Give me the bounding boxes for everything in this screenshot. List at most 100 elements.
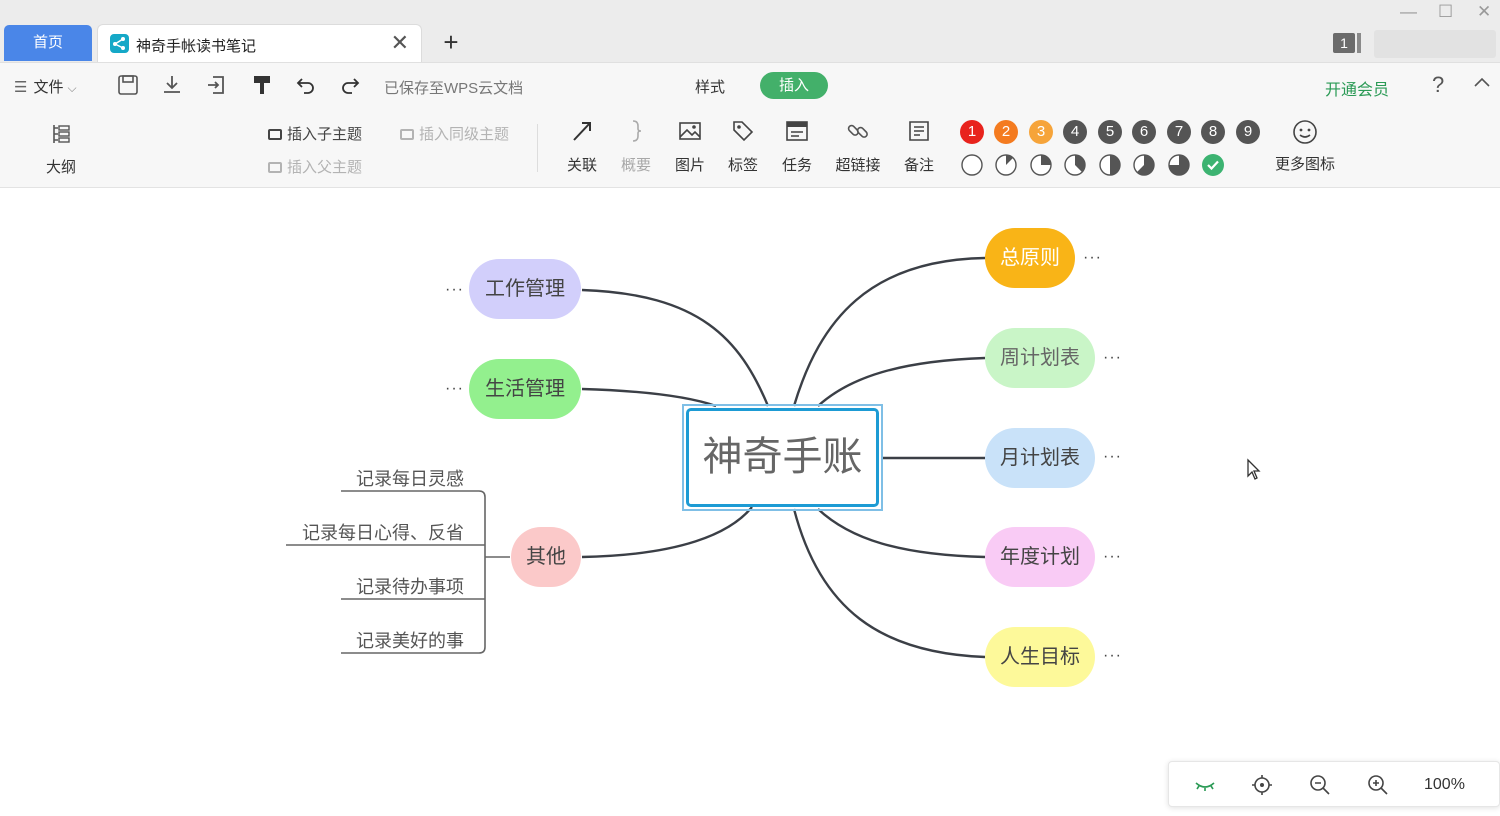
node-other[interactable]: 其他: [511, 527, 581, 587]
export-icon[interactable]: [204, 73, 228, 97]
tab-style[interactable]: 样式: [695, 79, 726, 96]
mindmap-links: [286, 256, 986, 659]
zoom-in-icon[interactable]: [1366, 773, 1390, 797]
hyperlink-icon: [847, 124, 868, 138]
tag-icon: [733, 121, 754, 142]
hyperlink-label: 超链接: [835, 157, 881, 174]
chevron-down-icon: ⌵: [67, 81, 77, 95]
priority-6-icon[interactable]: 6: [1132, 120, 1156, 144]
tab-home[interactable]: 首页: [4, 25, 92, 61]
note-label: 备注: [903, 157, 934, 174]
collapsed-marker[interactable]: ···: [1103, 647, 1122, 664]
menu-row: ☰文件⌵ 已保存至WPS云文档 样式 插入 开通会员 ?: [0, 62, 1500, 108]
link-other: [581, 506, 753, 559]
hyperlink-button[interactable]: 超链接: [833, 118, 883, 175]
window-close-icon[interactable]: ✕: [1477, 2, 1492, 21]
collapsed-marker[interactable]: ···: [1103, 349, 1122, 366]
priority-1-icon[interactable]: 1: [960, 120, 984, 144]
link-weekly: [817, 356, 986, 407]
leaf-reflection[interactable]: 记录每日心得、反省: [302, 523, 464, 543]
window-count-badge[interactable]: 1: [1333, 33, 1355, 53]
root-topic[interactable]: 神奇手账: [686, 408, 879, 507]
maximize-icon[interactable]: ☐: [1438, 2, 1454, 21]
tab-insert[interactable]: 插入: [760, 72, 828, 99]
more-icons-button[interactable]: 更多图标: [1270, 118, 1340, 174]
progress-25-icon[interactable]: [1029, 153, 1053, 177]
priority-2-icon[interactable]: 2: [994, 120, 1018, 144]
collapse-ribbon-icon[interactable]: [1472, 73, 1492, 93]
locate-icon[interactable]: [1250, 773, 1274, 797]
task-button[interactable]: 任务: [777, 118, 817, 175]
help-icon[interactable]: ?: [1432, 72, 1445, 97]
outline-button[interactable]: 大纲: [36, 122, 86, 177]
progress-62-icon[interactable]: [1132, 153, 1156, 177]
save-status: 已保存至WPS云文档: [384, 80, 524, 97]
summary-label: 概要: [620, 157, 651, 174]
leaf-good-things[interactable]: 记录美好的事: [356, 631, 464, 651]
eye-closed-icon[interactable]: [1193, 773, 1217, 797]
collapsed-marker[interactable]: ···: [1103, 548, 1122, 565]
progress-75-icon[interactable]: [1167, 153, 1191, 177]
task-icon: [786, 121, 808, 141]
relation-label: 关联: [566, 157, 597, 174]
node-life[interactable]: 生活管理: [469, 359, 581, 419]
node-life-goal[interactable]: 人生目标: [985, 627, 1095, 687]
node-work[interactable]: 工作管理: [469, 259, 581, 319]
link-yearly: [817, 508, 986, 559]
minimize-icon[interactable]: —: [1400, 2, 1417, 21]
collapsed-marker[interactable]: ···: [445, 380, 464, 397]
summary-button[interactable]: 概要: [616, 118, 656, 175]
leaf-todo[interactable]: 记录待办事项: [356, 577, 464, 597]
node-yearly[interactable]: 年度计划: [985, 527, 1095, 587]
collapsed-marker[interactable]: ···: [445, 281, 464, 298]
task-label: 任务: [781, 157, 812, 174]
priority-7-icon[interactable]: 7: [1167, 120, 1191, 144]
progress-50-icon[interactable]: [1098, 153, 1122, 177]
image-button[interactable]: 图片: [670, 118, 710, 175]
tab-document[interactable]: 神奇手帐读书笔记 ✕: [97, 24, 422, 62]
file-menu[interactable]: ☰文件⌵: [14, 76, 77, 97]
zoom-out-icon[interactable]: [1308, 773, 1332, 797]
zoom-level[interactable]: 100%: [1424, 776, 1465, 793]
save-icon[interactable]: [116, 73, 140, 97]
relation-button[interactable]: 关联: [562, 118, 602, 175]
user-account-area[interactable]: [1374, 30, 1496, 58]
link-life: [581, 387, 717, 408]
root-selection-frame: [682, 404, 883, 511]
insert-child-label: 插入子主题: [287, 126, 363, 143]
node-weekly[interactable]: 周计划表: [985, 328, 1095, 388]
redo-icon[interactable]: [338, 73, 362, 97]
priority-5-icon[interactable]: 5: [1098, 120, 1122, 144]
priority-8-icon[interactable]: 8: [1201, 120, 1225, 144]
vip-link[interactable]: 开通会员: [1325, 82, 1390, 99]
priority-3-icon[interactable]: 3: [1029, 120, 1053, 144]
mindmap-canvas[interactable]: ··· 工作管理 ··· 生活管理 其他 记录每日灵感 记录每日心得、反省 记录…: [0, 189, 1500, 816]
tag-button[interactable]: 标签: [723, 118, 763, 175]
progress-37-icon[interactable]: [1063, 153, 1087, 177]
collapsed-marker[interactable]: ···: [1083, 249, 1102, 266]
progress-0-icon[interactable]: [960, 153, 984, 177]
sibling-topic-icon: [400, 129, 414, 140]
close-tab-icon[interactable]: ✕: [390, 30, 409, 55]
new-tab-button[interactable]: +: [443, 27, 459, 57]
format-painter-icon[interactable]: [250, 73, 274, 97]
zoom-toolbar: 100%: [1168, 761, 1500, 807]
tab-bar: 首页 神奇手帐读书笔记 ✕ + — ☐ ✕ 1: [0, 0, 1500, 62]
link-work: [581, 288, 770, 407]
priority-9-icon[interactable]: 9: [1236, 120, 1260, 144]
collapsed-marker[interactable]: ···: [1103, 448, 1122, 465]
undo-icon[interactable]: [294, 73, 318, 97]
insert-sibling-topic-button[interactable]: 插入同级主题: [400, 123, 509, 144]
progress-12-icon[interactable]: [994, 153, 1018, 177]
priority-4-icon[interactable]: 4: [1063, 120, 1087, 144]
leaf-inspiration[interactable]: 记录每日灵感: [356, 469, 464, 489]
insert-parent-topic-button[interactable]: 插入父主题: [268, 156, 362, 177]
download-icon[interactable]: [160, 73, 184, 97]
node-principle[interactable]: 总原则: [985, 228, 1075, 288]
link-life-goal: [792, 508, 986, 659]
progress-done-icon[interactable]: [1201, 153, 1225, 177]
child-topic-icon: [268, 129, 282, 140]
node-monthly[interactable]: 月计划表: [985, 428, 1095, 488]
note-button[interactable]: 备注: [899, 118, 939, 175]
insert-child-topic-button[interactable]: 插入子主题: [268, 123, 362, 144]
